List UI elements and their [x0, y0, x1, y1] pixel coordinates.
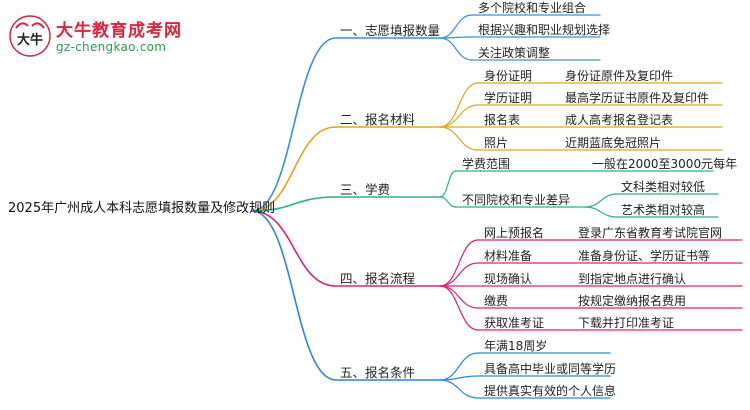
child-connector: [439, 37, 473, 61]
child-label: 具备高中毕业或同等学历: [484, 362, 617, 376]
child-label: 不同院校和专业差异: [462, 193, 571, 207]
child-label: 年满18周岁: [484, 339, 548, 353]
logo-mark-text: 大牛: [17, 32, 43, 48]
leaf-label: 登录广东省教育考试院官网: [578, 226, 723, 240]
child-label: 照片: [484, 136, 509, 150]
child-connector: [439, 170, 457, 198]
leaf-label: 按规定缴纳报名费用: [578, 294, 687, 308]
leaf-connector: [584, 206, 618, 218]
logo-title: 大牛教育成考网: [56, 21, 182, 41]
child-label: 学历证明: [484, 91, 533, 105]
child-connector: [439, 196, 457, 208]
child-label: 关注政策调整: [478, 46, 551, 60]
leaf-label: 下载并打印准考证: [578, 316, 675, 330]
branch-connector: [251, 37, 337, 212]
leaf-label: 最高学历证书原件及复印件: [565, 91, 710, 105]
branch-label: 三、学费: [340, 182, 391, 197]
branch-connector: [251, 126, 337, 212]
branch-label: 五、报名条件: [340, 365, 416, 380]
bull-logo-icon: 大牛: [9, 15, 51, 57]
child-connector: [439, 14, 473, 39]
leaf-label: 准备身份证、学历证书等: [578, 249, 711, 263]
branch-connector: [251, 196, 337, 212]
branch-label: 二、报名材料: [340, 112, 416, 127]
child-connector: [439, 104, 479, 128]
child-connector: [439, 285, 479, 331]
child-label: 学费范围: [462, 157, 511, 171]
child-label: 报名表: [484, 113, 521, 127]
child-connector: [439, 379, 479, 399]
child-connector: [439, 82, 479, 128]
child-label: 多个院校和专业组合: [478, 1, 587, 15]
child-label: 获取准考证: [484, 316, 545, 330]
mindmap-root: 2025年广州成人本科志愿填报数量及修改规则: [8, 201, 276, 216]
leaf-label: 到指定地点进行确认: [578, 272, 687, 286]
child-label: 现场确认: [484, 272, 533, 286]
leaf-label: 一般在2000至3000元每年: [592, 157, 738, 171]
child-label: 网上预报名: [484, 226, 545, 240]
child-connector: [439, 262, 479, 287]
child-connector: [439, 352, 479, 381]
logo-url: gz-chengkao.com: [56, 40, 167, 54]
leaf-label: 身份证原件及复印件: [565, 69, 674, 83]
child-connector: [439, 285, 479, 309]
child-connector: [439, 239, 479, 287]
branch-connector: [251, 210, 337, 287]
branch-label: 四、报名流程: [340, 271, 416, 286]
branch-connector: [251, 210, 337, 381]
child-connector: [439, 126, 479, 151]
leaf-connector: [584, 193, 618, 208]
leaf-label: 成人高考报名登记表: [565, 113, 674, 127]
child-connector: [439, 375, 479, 381]
child-label: 材料准备: [484, 249, 533, 263]
leaf-label: 艺术类相对较高: [621, 203, 706, 217]
child-label: 根据兴趣和职业规划选择: [478, 23, 611, 37]
branch-label: 一、志愿填报数量: [340, 23, 441, 38]
child-label: 缴费: [484, 294, 509, 308]
child-label: 提供真实有效的个人信息: [484, 384, 617, 398]
leaf-label: 近期蓝底免冠照片: [565, 136, 662, 150]
logo: 大牛 大牛教育成考网 gz-chengkao.com: [8, 14, 183, 60]
child-label: 身份证明: [484, 69, 533, 83]
leaf-label: 文科类相对较低: [621, 180, 706, 194]
